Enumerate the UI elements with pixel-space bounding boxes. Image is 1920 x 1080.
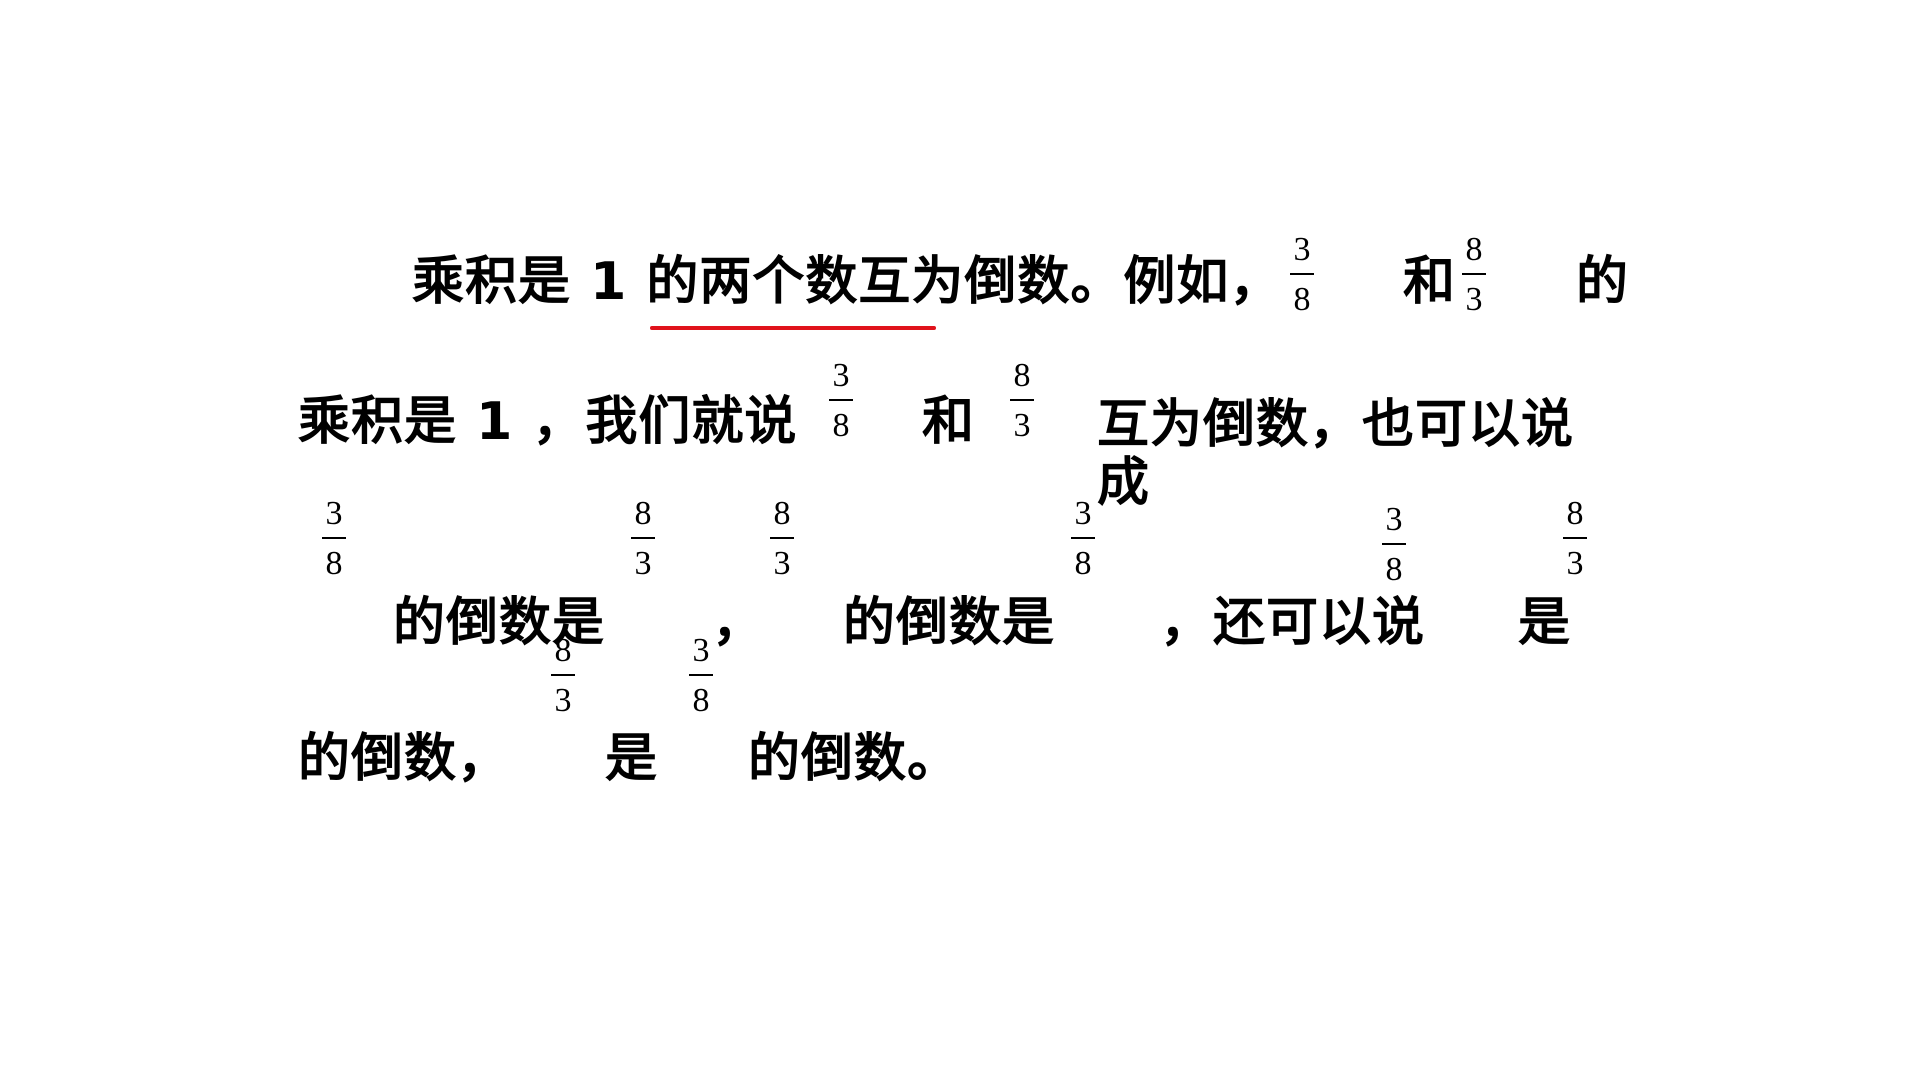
line3-text-2: 的倒数是 — [843, 593, 1056, 653]
fraction-8-3-line3-f: 8 3 — [1555, 497, 1595, 581]
fraction-numerator: 8 — [1465, 231, 1483, 268]
line1-text-1: 乘积是 1 的两个数互为倒数。例如， — [412, 252, 1283, 312]
fraction-numerator: 3 — [832, 357, 850, 394]
fraction-numerator: 8 — [1013, 357, 1031, 394]
line3-text-1: 的倒数是 — [393, 593, 606, 653]
fraction-denominator: 8 — [1385, 551, 1403, 588]
line4-text-3: 的倒数。 — [748, 729, 961, 789]
fraction-8-3-line2: 8 3 — [1002, 359, 1042, 443]
fraction-3-8-line4-b: 3 8 — [681, 634, 721, 718]
fraction-numerator: 8 — [634, 495, 652, 532]
fraction-numerator: 8 — [1566, 495, 1584, 532]
fraction-denominator: 8 — [1074, 545, 1092, 582]
fraction-3-8-line2: 3 8 — [821, 359, 861, 443]
line1-text-3: 的 — [1576, 252, 1630, 312]
line3-comma: ， — [712, 593, 766, 653]
fraction-8-3-line4-a: 8 3 — [543, 634, 583, 718]
line1-text-2: 和 — [1403, 252, 1457, 312]
line4-text-2: 是 — [605, 729, 659, 789]
definition-underline — [650, 326, 936, 330]
fraction-bar — [1071, 537, 1095, 539]
fraction-denominator: 3 — [634, 545, 652, 582]
fraction-numerator: 3 — [692, 632, 710, 669]
fraction-8-3-line1: 8 3 — [1454, 233, 1494, 317]
fraction-denominator: 3 — [1013, 407, 1031, 444]
fraction-bar — [1462, 273, 1486, 275]
fraction-numerator: 3 — [325, 495, 343, 532]
line3-text-4: 是 — [1518, 593, 1572, 653]
fraction-bar — [1382, 543, 1406, 545]
fraction-bar — [1563, 537, 1587, 539]
fraction-numerator: 8 — [773, 495, 791, 532]
fraction-3-8-line3-e: 3 8 — [1374, 503, 1414, 587]
fraction-bar — [1290, 273, 1314, 275]
fraction-bar — [322, 537, 346, 539]
fraction-numerator: 3 — [1385, 501, 1403, 538]
fraction-denominator: 3 — [554, 682, 572, 719]
fraction-denominator: 3 — [773, 545, 791, 582]
fraction-8-3-line3-b: 8 3 — [623, 497, 663, 581]
fraction-numerator: 3 — [1074, 495, 1092, 532]
fraction-denominator: 8 — [692, 682, 710, 719]
line2-text-3: 互为倒数，也可以说成 — [1097, 395, 1575, 513]
fraction-bar — [829, 399, 853, 401]
fraction-denominator: 8 — [832, 407, 850, 444]
fraction-denominator: 3 — [1465, 281, 1483, 318]
fraction-denominator: 3 — [1566, 545, 1584, 582]
fraction-numerator: 8 — [554, 632, 572, 669]
line2-text-2: 和 — [922, 392, 976, 452]
fraction-bar — [770, 537, 794, 539]
fraction-bar — [631, 537, 655, 539]
fraction-8-3-line3-c: 8 3 — [762, 497, 802, 581]
fraction-bar — [551, 674, 575, 676]
fraction-denominator: 8 — [1293, 281, 1311, 318]
line2-text-1: 乘积是 1 ，我们就说 — [298, 392, 798, 452]
line4-text-1: 的倒数， — [298, 729, 511, 789]
fraction-3-8-line1: 3 8 — [1282, 233, 1322, 317]
fraction-bar — [689, 674, 713, 676]
fraction-denominator: 8 — [325, 545, 343, 582]
fraction-bar — [1010, 399, 1034, 401]
fraction-3-8-line3-a: 3 8 — [314, 497, 354, 581]
line3-text-3: ，还可以说 — [1160, 593, 1426, 653]
fraction-3-8-line3-d: 3 8 — [1063, 497, 1103, 581]
fraction-numerator: 3 — [1293, 231, 1311, 268]
